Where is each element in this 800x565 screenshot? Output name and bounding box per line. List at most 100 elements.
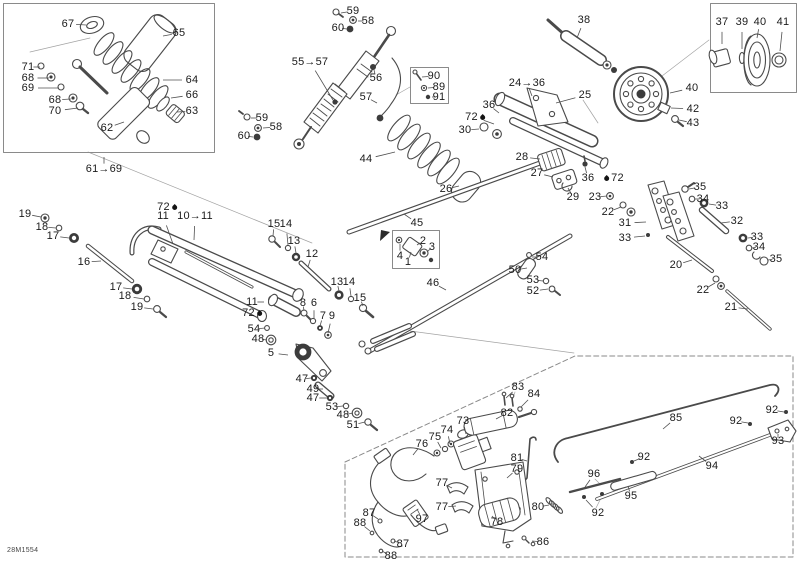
part-callout-41: 41 bbox=[777, 16, 790, 28]
part-callout-65: 65 bbox=[173, 27, 186, 39]
part-number-text: 35 bbox=[693, 181, 707, 193]
hardware-detail-box-1-4 bbox=[392, 230, 440, 269]
part-number-text: 18 bbox=[118, 290, 132, 302]
part-callout-71: 71 bbox=[22, 61, 35, 73]
part-number-text: 34 bbox=[752, 241, 766, 253]
part-callout-18: 18 bbox=[36, 221, 49, 233]
part-callout-49: 49 bbox=[307, 383, 320, 395]
part-number-text: 78 bbox=[490, 516, 504, 528]
actuator-kit-dashed-box bbox=[344, 355, 794, 558]
part-callout-60: 60 bbox=[332, 22, 345, 34]
part-callout-59: 59 bbox=[256, 112, 269, 124]
part-callout-63: 63 bbox=[186, 105, 199, 117]
part-callout-33: 33 bbox=[751, 231, 764, 243]
part-number-text: 3 bbox=[428, 241, 436, 253]
part-number-text: 8 bbox=[299, 297, 307, 309]
part-callout-14: 14 bbox=[343, 276, 356, 288]
part-callout-12: 12 bbox=[306, 248, 319, 260]
part-number-text: 50 bbox=[508, 264, 522, 276]
part-callout-30: 30 bbox=[459, 124, 472, 136]
hardware-1-4-art bbox=[395, 236, 434, 263]
part-callout-76: 76 bbox=[416, 438, 429, 450]
part-callout-47: 47 bbox=[296, 373, 309, 385]
part-callout-29: 29 bbox=[567, 191, 580, 203]
part-number-text: 40 bbox=[685, 82, 699, 94]
part-number-text: 59 bbox=[255, 112, 269, 124]
part-number-text: 14 bbox=[342, 276, 356, 288]
part-number-text: 56 bbox=[369, 72, 383, 84]
part-number-text: 46 bbox=[426, 277, 440, 289]
part-callout-15: 15 bbox=[354, 292, 367, 304]
part-number-text: 47 bbox=[295, 373, 309, 385]
part-number-text: 64 bbox=[185, 74, 199, 86]
part-callout-34: 34 bbox=[753, 241, 766, 253]
part-number-text: 19 bbox=[18, 208, 32, 220]
part-callout-97: 97 bbox=[416, 513, 429, 525]
part-number-text: 34 bbox=[696, 193, 710, 205]
part-number-text: 88 bbox=[384, 550, 398, 562]
part-callout-35: 35 bbox=[694, 181, 707, 193]
part-callout-40: 40 bbox=[686, 82, 699, 94]
part-callout-32: 32 bbox=[731, 215, 744, 227]
part-callout-59: 59 bbox=[347, 5, 360, 17]
part-callout-68: 68 bbox=[22, 72, 35, 84]
part-callout-17: 17 bbox=[47, 230, 60, 242]
part-callout-82: 82 bbox=[501, 407, 514, 419]
part-number-text: 92 bbox=[729, 415, 743, 427]
part-callout-90: 90 bbox=[428, 70, 441, 82]
part-number-text: 68 bbox=[48, 94, 62, 106]
part-callout-86: 86 bbox=[537, 536, 550, 548]
part-callout-6: 6 bbox=[311, 297, 317, 309]
part-number-text: 77 bbox=[435, 501, 449, 513]
part-number-text: 52 bbox=[526, 285, 540, 297]
part-callout-14: 14 bbox=[280, 218, 293, 230]
frame-reference-lines bbox=[29, 37, 710, 509]
part-number-text: 82 bbox=[500, 407, 514, 419]
part-number-text: 92 bbox=[591, 507, 605, 519]
part-number-text: 11 bbox=[246, 296, 258, 308]
part-callout-72: 72 bbox=[157, 201, 178, 213]
part-number-text: 25 bbox=[578, 89, 592, 101]
part-callout-66: 66 bbox=[186, 89, 199, 101]
part-callout-22: 22 bbox=[602, 206, 615, 218]
part-number-text: 22 bbox=[696, 284, 710, 296]
part-callout-21: 21 bbox=[725, 301, 738, 313]
part-number-text: 28 bbox=[515, 151, 529, 163]
part-callout-91: 91 bbox=[433, 91, 446, 103]
part-number-text: 47 bbox=[306, 392, 320, 404]
part-callout-4: 4 bbox=[397, 250, 403, 262]
part-callout-11: 11 bbox=[246, 296, 258, 308]
front-shock-art bbox=[37, 13, 185, 144]
part-callout-54: 54 bbox=[248, 323, 261, 335]
part-number-text: 68 bbox=[21, 72, 35, 84]
part-number-text: 12 bbox=[305, 248, 319, 260]
part-callout-92: 92 bbox=[592, 507, 605, 519]
part-number-text: 37 bbox=[715, 16, 729, 28]
part-number-text: 96 bbox=[587, 468, 601, 480]
part-number-text: 11 bbox=[157, 210, 169, 222]
part-number-text: 92 bbox=[765, 404, 779, 416]
part-callout-28: 28 bbox=[516, 151, 529, 163]
part-number-text: 36 bbox=[581, 172, 595, 184]
part-number-text: 89 bbox=[432, 81, 446, 93]
part-number-text: 4 bbox=[396, 250, 404, 262]
part-callout-13: 13 bbox=[288, 235, 301, 247]
part-callout-17: 17 bbox=[110, 281, 123, 293]
part-callout-7: 7 bbox=[320, 310, 326, 322]
part-callout-69: 69 bbox=[22, 82, 35, 94]
part-callout-46: 46 bbox=[427, 277, 440, 289]
part-number-text: 43 bbox=[686, 117, 700, 129]
part-callout-85: 85 bbox=[670, 412, 683, 424]
part-callout-73: 73 bbox=[457, 415, 470, 427]
part-number-text: 31 bbox=[618, 217, 632, 229]
part-number-text: 51 bbox=[346, 419, 360, 431]
front-arm-art bbox=[40, 213, 561, 432]
part-callout-72: 72 bbox=[603, 172, 624, 184]
part-number-text: 13 bbox=[330, 276, 344, 288]
part-callout-3: 3 bbox=[429, 241, 435, 253]
part-callout-61-69: 61→69 bbox=[86, 163, 122, 175]
part-number-text: 71 bbox=[21, 61, 35, 73]
part-callout-48: 48 bbox=[252, 333, 265, 345]
part-callout-11: 11 bbox=[157, 210, 169, 222]
